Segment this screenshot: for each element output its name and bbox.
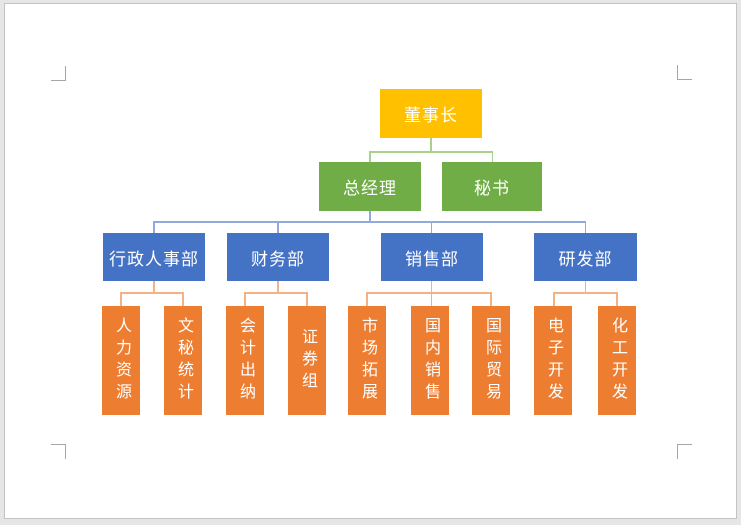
connector-drop-rd[interactable] <box>584 221 586 233</box>
crop-mark-bottom-right <box>677 444 692 459</box>
connector-drop-admin-hr[interactable] <box>153 221 155 233</box>
org-node-secretary[interactable]: 秘书 <box>442 162 542 211</box>
connector-rd-stem[interactable] <box>584 281 586 293</box>
connector-finance-stem[interactable] <box>277 281 279 293</box>
connector-drop-human-resources[interactable] <box>120 292 122 306</box>
connector-drop-finance[interactable] <box>277 221 279 233</box>
connector-sales-stem[interactable] <box>430 281 432 306</box>
connector-sales-rail[interactable] <box>366 292 491 294</box>
crop-mark-top-right <box>677 65 692 80</box>
connector-drop-sales[interactable] <box>430 221 432 233</box>
connector-drop-general-manager[interactable] <box>369 151 371 162</box>
connector-chairman-stem[interactable] <box>430 138 432 152</box>
org-node-finance-dept[interactable]: 财务部 <box>227 233 329 281</box>
connector-rd-rail[interactable] <box>553 292 617 294</box>
connector-drop-market-expansion[interactable] <box>366 292 368 306</box>
crop-mark-top-left <box>51 66 66 81</box>
org-node-general-manager[interactable]: 总经理 <box>319 162 421 211</box>
org-node-electronics-development[interactable]: 电子开发 <box>534 306 572 415</box>
org-node-market-expansion[interactable]: 市场拓展 <box>348 306 386 415</box>
connector-finance-rail[interactable] <box>244 292 307 294</box>
connector-drop-international-trade[interactable] <box>490 292 492 306</box>
connector-admin-hr-stem[interactable] <box>153 281 155 293</box>
connector-drop-accounting-cashier[interactable] <box>244 292 246 306</box>
connector-level3-rail[interactable] <box>153 221 586 223</box>
connector-admin-hr-rail[interactable] <box>120 292 183 294</box>
org-node-chemical-development[interactable]: 化工开发 <box>598 306 636 415</box>
connector-level2-rail[interactable] <box>369 151 493 153</box>
connector-drop-secretarial-statistics[interactable] <box>182 292 184 306</box>
org-node-admin-hr-dept[interactable]: 行政人事部 <box>103 233 205 281</box>
connector-general-manager-stem[interactable] <box>369 211 371 222</box>
connector-drop-electronics-development[interactable] <box>553 292 555 306</box>
org-node-human-resources[interactable]: 人力资源 <box>102 306 140 415</box>
org-node-secretarial-statistics[interactable]: 文秘统计 <box>164 306 202 415</box>
org-node-domestic-sales[interactable]: 国内销售 <box>411 306 449 415</box>
org-node-sales-dept[interactable]: 销售部 <box>381 233 483 281</box>
connector-drop-secretary[interactable] <box>491 151 493 162</box>
org-node-chairman[interactable]: 董事长 <box>380 89 482 138</box>
org-node-rd-dept[interactable]: 研发部 <box>534 233 637 281</box>
org-node-accounting-cashier[interactable]: 会计出纳 <box>226 306 264 415</box>
org-node-international-trade[interactable]: 国际贸易 <box>472 306 510 415</box>
crop-mark-bottom-left <box>51 444 66 459</box>
org-node-securities-group[interactable]: 证券组 <box>288 306 326 415</box>
connector-drop-chemical-development[interactable] <box>616 292 618 306</box>
connector-drop-securities-group[interactable] <box>306 292 308 306</box>
